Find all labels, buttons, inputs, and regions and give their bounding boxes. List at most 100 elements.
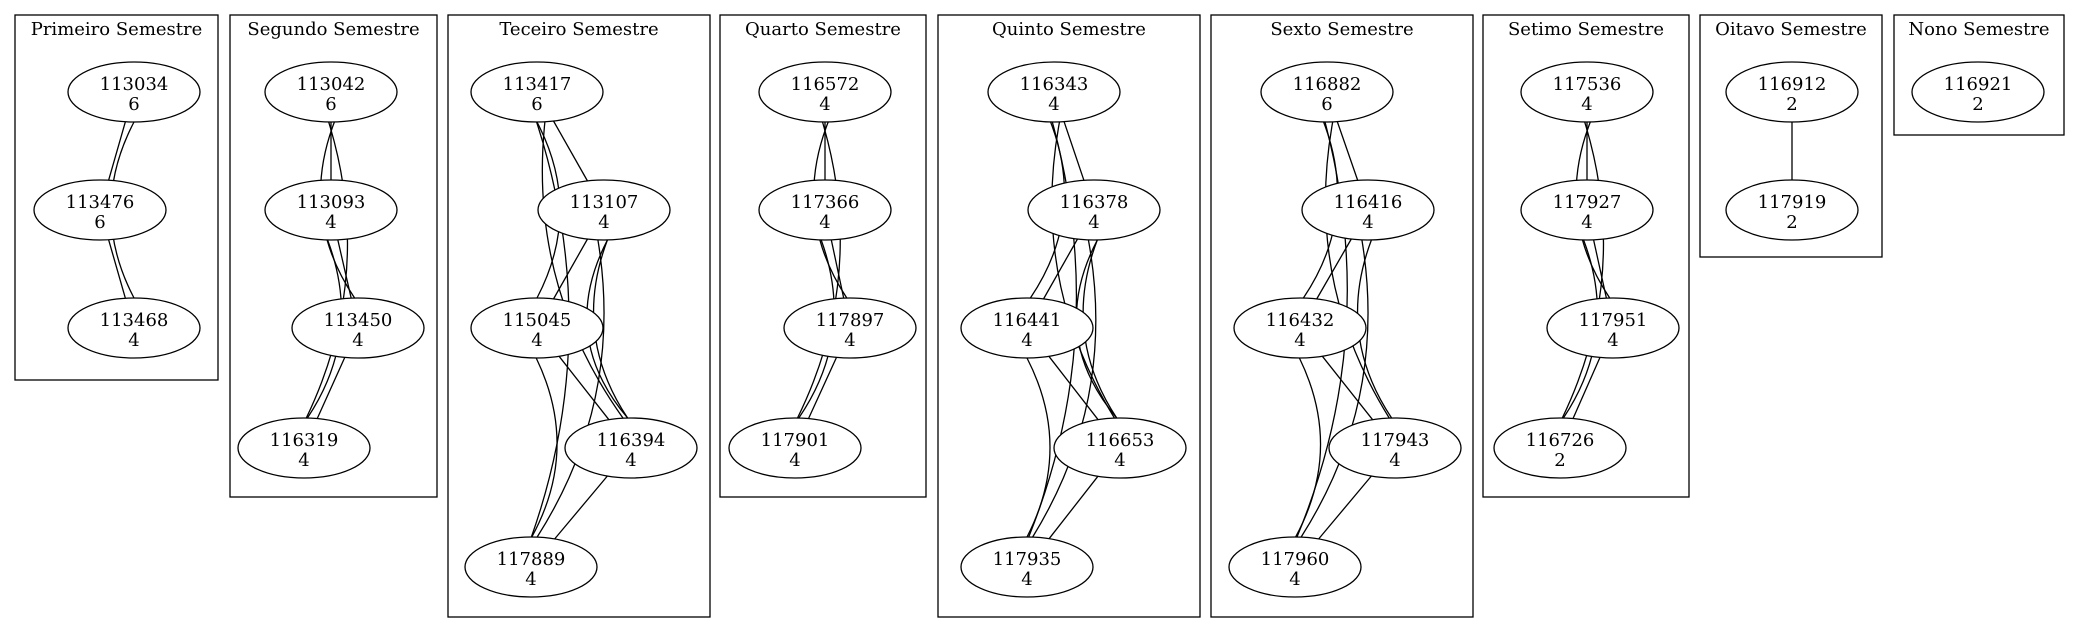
edge-116378-117935 xyxy=(1032,239,1097,538)
course-node-ellipse xyxy=(564,417,698,479)
edge-116378-116441 xyxy=(1042,238,1079,300)
course-code: 117951 xyxy=(1579,310,1648,331)
course-credits: 2 xyxy=(1554,450,1565,471)
cluster-title: Quarto Semestre xyxy=(745,19,901,40)
course-credits: 6 xyxy=(128,94,139,115)
course-code: 113042 xyxy=(297,74,366,95)
course-code: 117536 xyxy=(1553,74,1622,95)
course-credits: 4 xyxy=(598,212,609,233)
course-credits: 4 xyxy=(1088,212,1099,233)
edge-115045-117889 xyxy=(531,357,558,538)
course-code: 116343 xyxy=(1020,74,1089,95)
cluster-title: Sexto Semestre xyxy=(1270,19,1413,40)
course-credits: 4 xyxy=(1389,450,1400,471)
course-code: 117935 xyxy=(993,549,1062,570)
course-code: 113093 xyxy=(297,192,366,213)
cluster-0: Primeiro Semestre xyxy=(14,14,219,381)
course-node-ellipse xyxy=(33,179,167,241)
course-credits: 4 xyxy=(352,330,363,351)
course-credits: 4 xyxy=(1294,330,1305,351)
course-node-ellipse xyxy=(291,297,425,359)
course-node-ellipse xyxy=(1725,179,1859,241)
edge-117951-116726 xyxy=(1572,357,1601,419)
course-code: 117943 xyxy=(1361,430,1430,451)
course-node-ellipse xyxy=(1228,536,1362,598)
course-code: 117919 xyxy=(1758,192,1827,213)
course-node-ellipse xyxy=(67,297,201,359)
cluster-6: Setimo Semestre xyxy=(1482,14,1690,498)
edge-116432-117960 xyxy=(1295,357,1322,538)
cluster-3: Quarto Semestre xyxy=(719,14,927,498)
edge-116441-117935 xyxy=(1026,357,1051,538)
cluster-box xyxy=(719,14,927,498)
cluster-box xyxy=(1699,14,1883,258)
course-credits: 4 xyxy=(1021,569,1032,590)
cluster-title: Oitavo Semestre xyxy=(1715,19,1867,40)
course-credits: 4 xyxy=(1581,94,1592,115)
course-credits: 4 xyxy=(1114,450,1125,471)
course-credits: 2 xyxy=(1786,94,1797,115)
cluster-title: Teceiro Semestre xyxy=(499,19,658,40)
edge-116572-117901 xyxy=(796,121,841,419)
course-credits: 4 xyxy=(1289,569,1300,590)
edge-117927-117951 xyxy=(1592,239,1608,299)
course-credits: 4 xyxy=(531,330,542,351)
edge-113417-113107 xyxy=(552,120,589,182)
cluster-8: Nono Semestre xyxy=(1893,14,2065,136)
cluster-2: Teceiro Semestre xyxy=(447,14,711,618)
cluster-box xyxy=(1482,14,1690,498)
edge-116882-117943 xyxy=(1324,121,1390,419)
course-credits: 4 xyxy=(1607,330,1618,351)
edge-116416-116432 xyxy=(1316,238,1352,300)
cluster-box xyxy=(229,14,438,498)
course-node-ellipse xyxy=(960,536,1094,598)
course-node-ellipse xyxy=(783,297,917,359)
course-code: 116912 xyxy=(1758,74,1827,95)
course-code: 113034 xyxy=(100,74,169,95)
course-credits: 4 xyxy=(789,450,800,471)
course-node-ellipse xyxy=(1546,297,1680,359)
course-code: 117960 xyxy=(1261,549,1330,570)
course-code: 113468 xyxy=(100,310,169,331)
course-code: 117901 xyxy=(761,430,830,451)
edges-layer xyxy=(107,120,1793,540)
course-credits: 6 xyxy=(1321,94,1332,115)
edge-116432-117943 xyxy=(1321,355,1374,421)
cluster-1: Segundo Semestre xyxy=(229,14,438,498)
edge-117897-117901 xyxy=(807,357,838,419)
course-node-ellipse xyxy=(1328,417,1462,479)
edge-113093-113450 xyxy=(337,239,352,299)
course-node-ellipse xyxy=(237,417,371,479)
course-credits: 4 xyxy=(1048,94,1059,115)
edge-116416-117960 xyxy=(1300,239,1369,538)
course-code: 113107 xyxy=(570,192,639,213)
course-node-ellipse xyxy=(1911,61,2045,123)
course-credits: 4 xyxy=(1581,212,1592,233)
edge-113034-113476 xyxy=(107,121,127,181)
edge-116394-117889 xyxy=(554,475,608,540)
course-code: 116882 xyxy=(1293,74,1362,95)
cluster-box xyxy=(447,14,711,618)
course-credits: 2 xyxy=(1786,212,1797,233)
course-code: 116378 xyxy=(1060,192,1129,213)
clusters-layer: Primeiro Semestre Segundo Semestre Teceiro… xyxy=(14,14,2065,618)
edge-113476-113468 xyxy=(107,239,127,299)
course-code: 115045 xyxy=(503,310,572,331)
cluster-title: Primeiro Semestre xyxy=(31,19,203,40)
